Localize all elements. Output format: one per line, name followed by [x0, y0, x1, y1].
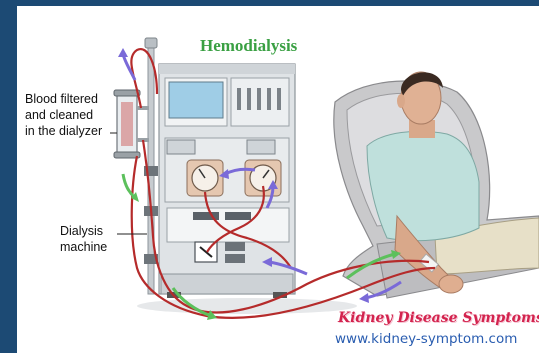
dialyzer-label-line-3: in the dialyzer: [25, 123, 102, 139]
diagram-panel: Hemodialysis Blood filtered and cleaned …: [17, 6, 539, 353]
machine-label: Dialysis machine: [60, 223, 107, 255]
machine-label-line-1: Dialysis: [60, 223, 107, 239]
dialyzer-label-line-1: Blood filtered: [25, 91, 102, 107]
hemodialysis-illustration: [17, 6, 539, 353]
dialyzer-label-line-2: and cleaned: [25, 107, 102, 123]
watermark-url: www.kidney-symptom.com: [335, 331, 517, 347]
dialyzer-label: Blood filtered and cleaned in the dialyz…: [25, 91, 102, 139]
machine-label-line-2: machine: [60, 239, 107, 255]
watermark-brand: Kidney Disease Symptoms: [338, 310, 539, 326]
diagram-title: Hemodialysis: [200, 36, 297, 56]
iv-pole-cap: [145, 38, 157, 48]
